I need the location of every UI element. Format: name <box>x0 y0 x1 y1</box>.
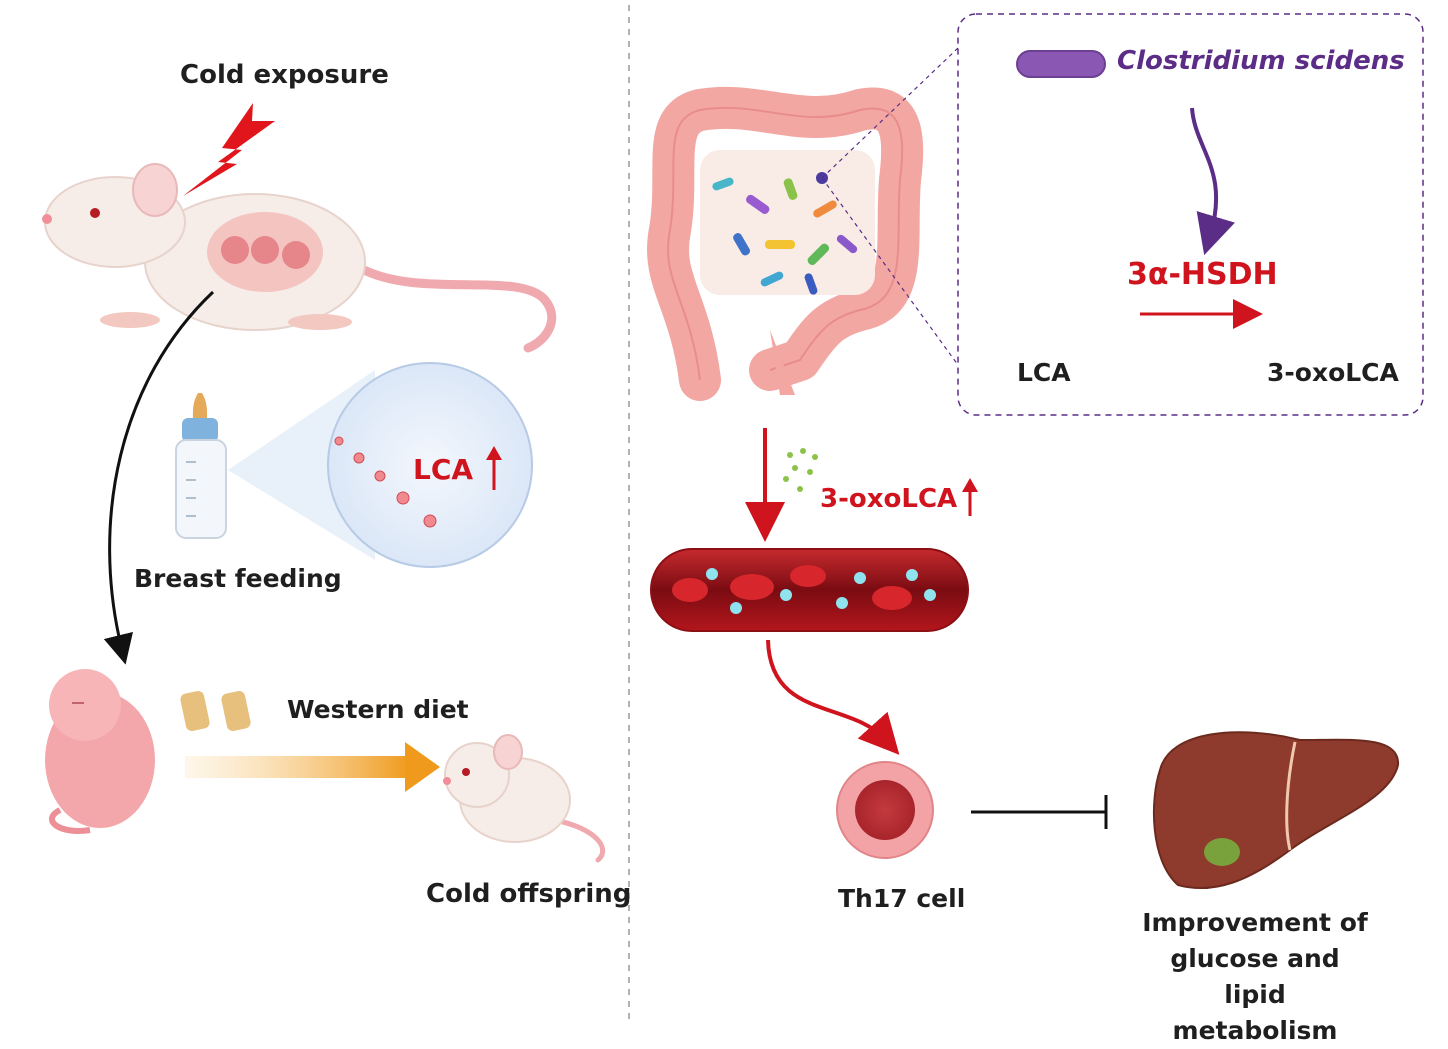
metabolite-dots <box>783 448 818 492</box>
zoom-line <box>821 177 959 366</box>
newborn-pup <box>45 669 155 834</box>
oxolca-up-arrow <box>962 478 978 516</box>
pregnant-mouse <box>42 163 557 353</box>
colon-illustration <box>647 86 924 401</box>
product-label: 3-oxoLCA <box>1267 358 1399 387</box>
illustration-layer <box>42 5 1424 1020</box>
inhibition-arrow <box>971 795 1108 829</box>
blood-to-th17-arrow <box>766 639 900 755</box>
gut-microbiota <box>712 172 858 295</box>
serum-oxolca-label: 3-oxoLCA <box>820 484 958 514</box>
food-pellet-icon <box>180 691 251 731</box>
magnifier-circle <box>327 362 533 568</box>
th17-label: Th17 cell <box>838 884 966 913</box>
breast-feeding-label: Breast feeding <box>134 564 342 593</box>
lightning-icon <box>183 103 275 196</box>
liver-illustration <box>1153 731 1400 889</box>
bacterium-label: Clostridium scidens <box>1117 46 1405 76</box>
th17-cell <box>836 761 934 859</box>
outcome-label: Improvement of glucose and lipid metabol… <box>1142 908 1368 1045</box>
enzyme-label: 3α-HSDH <box>1127 257 1278 292</box>
mouse-to-pup-arrow <box>103 290 215 665</box>
inset-box <box>957 13 1424 416</box>
figure-canvas: Cold exposure LCA Breast feeding Western… <box>42 5 1424 1045</box>
lca-droplets <box>334 436 437 528</box>
cold-offspring-label: Cold offspring <box>426 879 632 909</box>
substrate-label: LCA <box>1017 358 1071 387</box>
baby-bottle-icon <box>175 393 227 539</box>
cold-exposure-label: Cold exposure <box>180 60 389 90</box>
young-mouse <box>443 734 606 863</box>
blood-vessel <box>650 548 969 632</box>
magnifier-cone <box>228 370 375 560</box>
bacterium-to-enzyme-arrow <box>1190 107 1235 256</box>
rod-bacterium-icon <box>1016 50 1106 78</box>
lca-label: LCA <box>413 453 474 486</box>
western-diet-label: Western diet <box>287 695 469 724</box>
western-diet-arrow <box>185 742 440 792</box>
lca-up-arrow <box>486 446 502 490</box>
